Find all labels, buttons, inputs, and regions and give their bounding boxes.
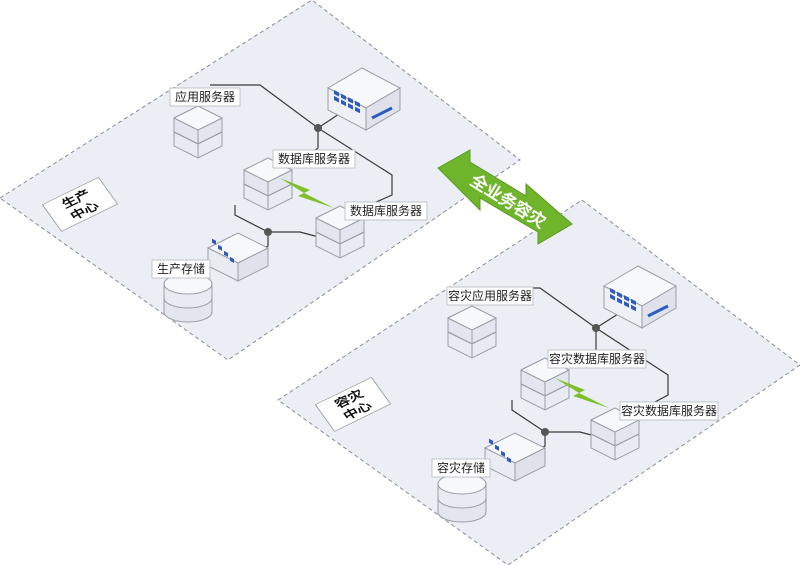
production-replication-link-icon bbox=[280, 178, 334, 208]
bidirectional-arrow-icon bbox=[437, 149, 573, 245]
production-storage-disks bbox=[163, 273, 213, 323]
production-db-server-2-label: 数据库服务器 bbox=[350, 203, 422, 218]
disaster-zone: 容灾应用服务器 容灾数据库服务器 容灾数据库服务器 容灾存储 bbox=[277, 199, 800, 565]
production-rack-server bbox=[326, 67, 402, 131]
disaster-app-server-label-box: 容灾应用服务器 bbox=[446, 286, 534, 306]
production-db-server-1-label-box: 数据库服务器 bbox=[272, 149, 356, 169]
disaster-storage-hub-node bbox=[541, 428, 549, 436]
production-hub-node bbox=[314, 124, 322, 132]
disaster-db-server-2-label-box: 容灾数据库服务器 bbox=[619, 401, 719, 421]
production-app-server-label-box: 应用服务器 bbox=[169, 87, 241, 107]
disaster-db-server-1-label: 容灾数据库服务器 bbox=[549, 351, 645, 366]
production-db-server-1-label: 数据库服务器 bbox=[278, 151, 350, 166]
production-app-server-label: 应用服务器 bbox=[175, 89, 235, 104]
disaster-storage-disks bbox=[437, 473, 487, 523]
disaster-storage-label-box: 容灾存储 bbox=[431, 458, 491, 478]
production-storage-label-box: 生产存储 bbox=[151, 259, 211, 279]
disaster-hub-node bbox=[592, 324, 600, 332]
production-zone: 应用服务器 数据库服务器 数据库服务器 生产存储 bbox=[0, 0, 521, 361]
disaster-db-server-2-label: 容灾数据库服务器 bbox=[621, 403, 717, 418]
production-storage-hub-node bbox=[264, 228, 272, 236]
disaster-replication-link-icon bbox=[555, 378, 609, 408]
production-storage-label: 生产存储 bbox=[157, 261, 205, 276]
production-db-server-2-label-box: 数据库服务器 bbox=[344, 201, 428, 221]
disaster-app-server-label: 容灾应用服务器 bbox=[448, 288, 532, 303]
disaster-storage-label: 容灾存储 bbox=[437, 460, 485, 475]
disaster-db-server-1-label-box: 容灾数据库服务器 bbox=[547, 349, 647, 369]
disaster-rack-server bbox=[602, 265, 678, 329]
